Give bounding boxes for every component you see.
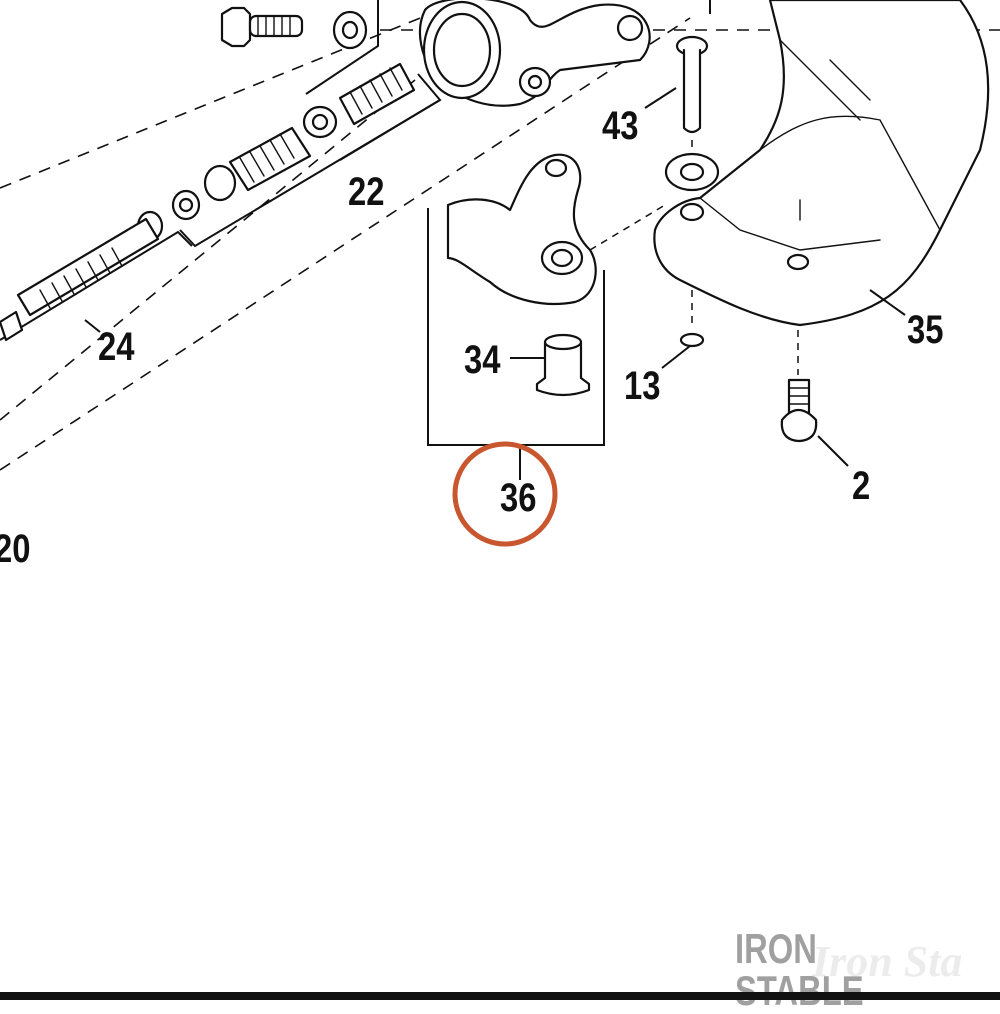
callout-24: 24 (98, 325, 135, 369)
clevis-pin-part (675, 35, 709, 134)
top-bolt-part (220, 6, 368, 50)
mounting-bracket-part (653, 0, 990, 327)
valve-spring-part (338, 62, 416, 126)
group-bracket-top (305, 0, 711, 95)
highlight-circle (452, 441, 558, 547)
long-bolt-part (0, 210, 164, 342)
callout-leaders (84, 87, 906, 467)
callout-34: 34 (464, 338, 501, 382)
bellows-boot-part (171, 126, 312, 221)
watermark-shadow: Iron Sta (812, 937, 963, 986)
callout-36: 36 (500, 476, 537, 520)
small-nut-part (302, 105, 338, 139)
lever-part (446, 153, 597, 306)
bottom-border (0, 992, 1000, 1000)
group-bracket-24 (0, 230, 193, 341)
callout-35: 35 (907, 308, 944, 352)
callout-22: 22 (348, 170, 385, 214)
top-housing-part (418, 0, 651, 107)
callout-20: 20 (0, 527, 31, 571)
callout-43: 43 (602, 104, 639, 148)
bushing-part (535, 333, 591, 397)
callout-2: 2 (852, 464, 871, 508)
callout-13: 13 (624, 364, 661, 408)
small-washer-part (679, 332, 705, 348)
bolt-part (780, 378, 818, 443)
group-bracket-22 (179, 73, 442, 248)
